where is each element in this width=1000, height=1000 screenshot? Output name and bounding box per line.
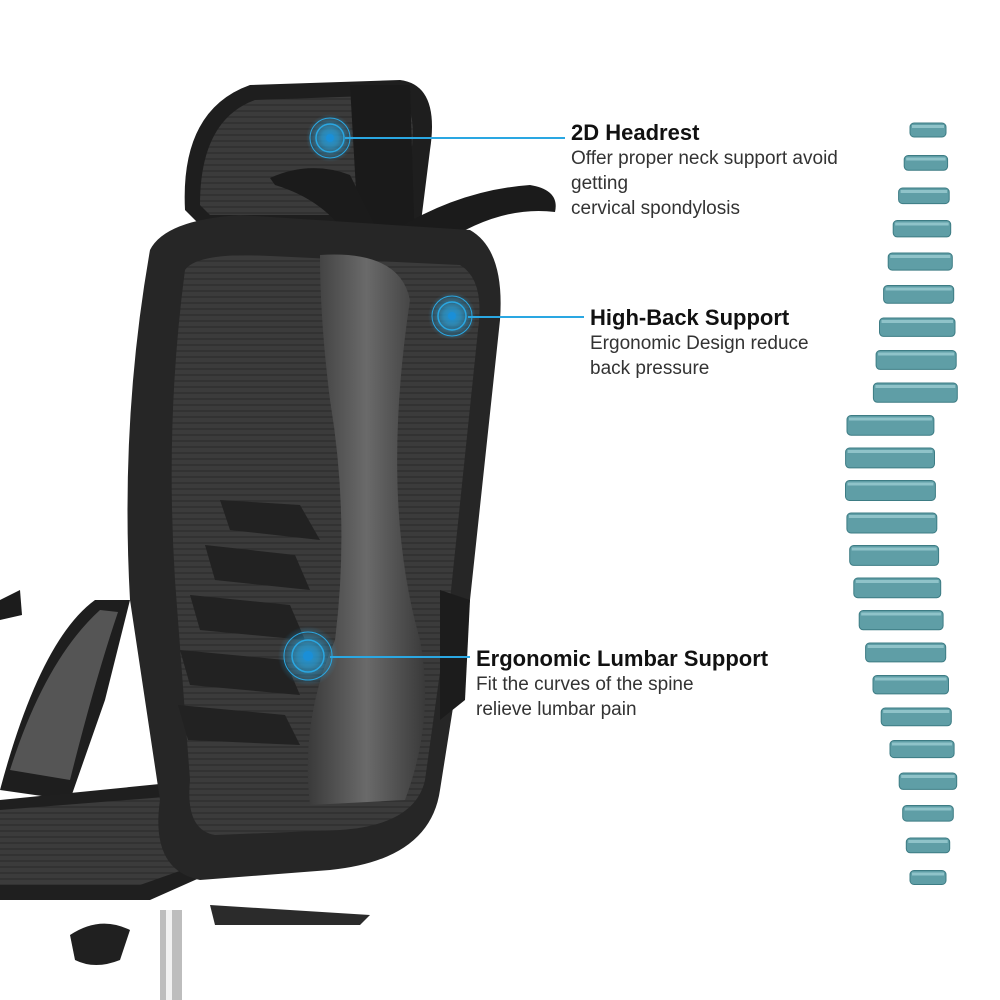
vertebra-highlight [847, 450, 933, 453]
callout-title: Ergonomic Lumbar Support [476, 646, 769, 671]
vertebra-highlight [901, 775, 955, 778]
callout-desc-line: Ergonomic Design reduce [590, 333, 809, 354]
vertebra-highlight [890, 255, 951, 258]
vertebra-highlight [883, 710, 950, 713]
vertebra-highlight [878, 352, 955, 356]
callout-lumbar: Ergonomic Lumbar Support Fit the curves … [476, 646, 836, 722]
callout-title: 2D Headrest [571, 120, 700, 145]
vertebra-highlight [849, 417, 932, 421]
callout-desc-line: getting [571, 173, 629, 194]
vertebra-highlight [861, 612, 942, 616]
vertebra-highlight [912, 125, 944, 128]
vertebra-highlight [851, 547, 937, 551]
vertebra-highlight [912, 872, 944, 876]
vertebra-highlight [875, 677, 947, 681]
callout-title: High-Back Support [590, 305, 790, 330]
vertebra-highlight [900, 190, 948, 193]
callout-desc-line: Offer proper neck support avoid [571, 148, 838, 169]
vertebra-highlight [895, 222, 949, 226]
connector-line [330, 656, 470, 658]
vertebra-highlight [875, 385, 956, 388]
connector-line [468, 316, 584, 318]
callout-desc-line: Fit the curves of the spine [476, 674, 694, 695]
vertebra-highlight [906, 157, 946, 161]
vertebra-highlight [904, 807, 952, 811]
vertebra-highlight [867, 645, 944, 648]
callout-headrest: 2D Headrest Offer proper neck support av… [571, 120, 891, 221]
connector-line [345, 137, 565, 139]
callout-high-back: High-Back Support Ergonomic Design reduc… [590, 305, 890, 381]
vertebra-highlight [881, 320, 953, 323]
vertebra-highlight [847, 482, 934, 486]
callout-desc-line: cervical spondylosis [571, 198, 740, 219]
spine-illustration [845, 122, 958, 885]
target-ring-icon [428, 292, 476, 340]
callout-desc-line: relieve lumbar pain [476, 699, 637, 720]
vertebra-highlight [892, 742, 953, 746]
vertebra-highlight [908, 840, 948, 843]
vertebra-highlight [885, 287, 952, 291]
target-ring-icon [278, 626, 338, 686]
vertebra-highlight [848, 515, 935, 518]
callout-desc-line: back pressure [590, 358, 710, 379]
vertebra-highlight [855, 580, 939, 583]
